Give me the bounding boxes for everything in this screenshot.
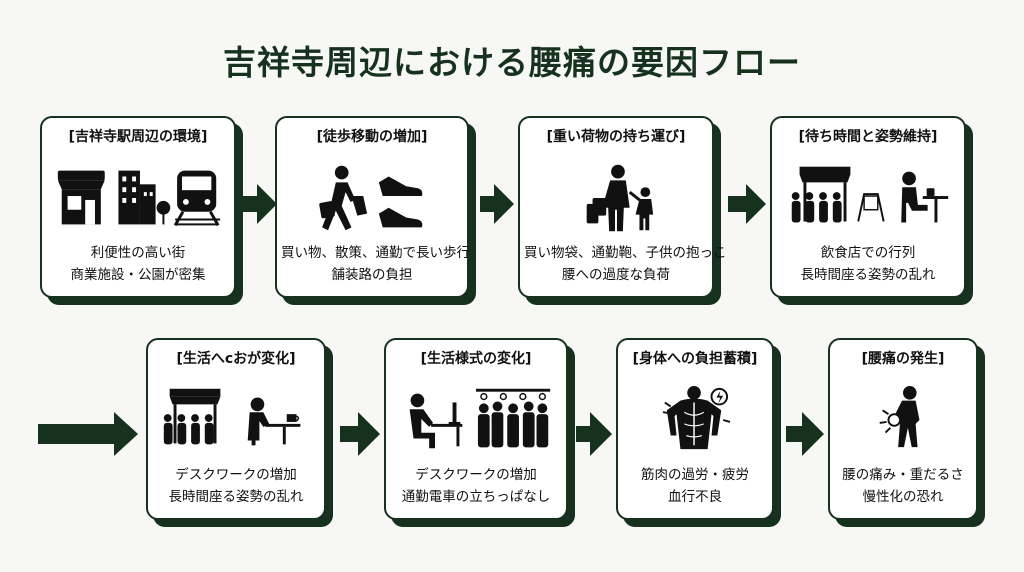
flow-arrow bbox=[480, 184, 514, 224]
step-title: [生活へcおが変化] bbox=[176, 351, 296, 367]
step-card-back-pain: [腰痛の発生] 腰の痛み・重だるさ 慢性化の恐れ bbox=[828, 338, 978, 520]
flow-arrow bbox=[243, 184, 277, 224]
step-card-life-change: [生活へcおが変化] デスクワークの増加 bbox=[146, 338, 326, 520]
step-title: [腰痛の発生] bbox=[861, 351, 945, 367]
step-card-lifestyle: [生活様式の変化] bbox=[384, 338, 568, 520]
step-line: 通勤電車の立ちっぱなし bbox=[401, 489, 551, 505]
step-line: デスクワークの増加 bbox=[415, 467, 537, 483]
step-line: 腰の痛み・重だるさ bbox=[842, 467, 964, 483]
step-line: 買い物袋、通勤鞄、子供の抱っこ bbox=[524, 245, 727, 261]
muscle-back-icon bbox=[662, 385, 731, 450]
flow-arrow bbox=[340, 412, 380, 456]
train-icon bbox=[173, 170, 221, 227]
queue-stall-icon bbox=[163, 388, 221, 445]
step-description: 買い物袋、通勤鞄、子供の抱っこ 腰への過度な負荷 bbox=[524, 242, 727, 286]
step-icons bbox=[50, 162, 226, 234]
step-icons bbox=[626, 384, 764, 456]
flow-arrow bbox=[786, 412, 824, 456]
flow-arrow bbox=[576, 412, 612, 456]
step-description: 腰の痛み・重だるさ 慢性化の恐れ bbox=[834, 464, 972, 508]
step-line: デスクワークの増加 bbox=[175, 467, 297, 483]
parent-child-bags-icon bbox=[586, 164, 654, 232]
back-pain-person-icon bbox=[879, 386, 920, 448]
step-description: デスクワークの増加 長時間座る姿勢の乱れ bbox=[152, 464, 320, 508]
step-card-waiting: [待ち時間と姿勢維持] bbox=[770, 116, 966, 298]
step-line: 血行不良 bbox=[668, 489, 722, 505]
step-icons bbox=[394, 384, 558, 456]
step-title: [生活様式の変化] bbox=[420, 351, 532, 367]
step-description: 利便性の高い街 商業施設・公園が密集 bbox=[46, 242, 230, 286]
step-card-walking: [徒歩移動の増加] 買い物、散策、通勤で長い歩行 舗装路の負担 bbox=[275, 116, 470, 298]
buildings-icon bbox=[118, 170, 171, 225]
step-icons bbox=[285, 162, 459, 234]
step-card-body-strain: [身体への負担蓄積] 筋肉の過労・疲労 血行不良 bbox=[616, 338, 774, 520]
step-icons bbox=[838, 384, 968, 456]
page-title: 吉祥寺周辺における腰痛の要因フロー bbox=[223, 43, 801, 82]
flow-arrow bbox=[728, 184, 766, 224]
seated-person-icon bbox=[901, 171, 949, 223]
step-line: 長時間座る姿勢の乱れ bbox=[800, 267, 936, 283]
desk-worker-icon bbox=[409, 393, 463, 449]
step-icons bbox=[780, 162, 956, 234]
step-title: [待ち時間と姿勢維持] bbox=[798, 129, 938, 145]
step-card-environment: [吉祥寺駅周辺の環境] bbox=[40, 116, 236, 298]
step-line: 利便性の高い街 bbox=[90, 245, 186, 261]
crowded-train-icon bbox=[476, 388, 551, 448]
step-description: デスクワークの増加 通勤電車の立ちっぱなし bbox=[390, 464, 562, 508]
step-line: 飲食店での行列 bbox=[820, 245, 916, 261]
step-line: 商業施設・公園が密集 bbox=[70, 267, 206, 283]
cafe-sign-icon bbox=[857, 193, 885, 222]
sneakers-icon bbox=[378, 176, 423, 228]
step-description: 筋肉の過労・疲労 血行不良 bbox=[622, 464, 768, 508]
step-line: 舗装路の負担 bbox=[331, 267, 413, 283]
shop-icon bbox=[57, 170, 105, 225]
walking-person-icon bbox=[319, 165, 368, 231]
step-icons bbox=[528, 162, 704, 234]
step-line: 慢性化の恐れ bbox=[862, 489, 944, 505]
step-description: 飲食店での行列 長時間座る姿勢の乱れ bbox=[776, 242, 960, 286]
step-title: [身体への負担蓄積] bbox=[632, 351, 758, 367]
step-line: 長時間座る姿勢の乱れ bbox=[168, 489, 304, 505]
step-line: 筋肉の過労・疲労 bbox=[641, 467, 749, 483]
step-card-heavy-load: [重い荷物の持ち運び] 買い物袋、通勤鞄、子供の抱っこ 腰への過度な負荷 bbox=[518, 116, 727, 298]
step-line: 腰への過度な負荷 bbox=[562, 267, 670, 283]
step-line: 買い物、散策、通勤で長い歩行 bbox=[281, 245, 470, 261]
step-title: [吉祥寺駅周辺の環境] bbox=[68, 129, 208, 145]
coffee-desk-person-icon bbox=[247, 397, 301, 446]
step-title: [重い荷物の持ち運び] bbox=[546, 129, 686, 145]
flow-arrow bbox=[38, 412, 138, 456]
step-title: [徒歩移動の増加] bbox=[316, 129, 428, 145]
step-icons bbox=[156, 384, 316, 456]
step-description: 買い物、散策、通勤で長い歩行 舗装路の負担 bbox=[281, 242, 470, 286]
queue-stall-icon bbox=[791, 166, 851, 223]
